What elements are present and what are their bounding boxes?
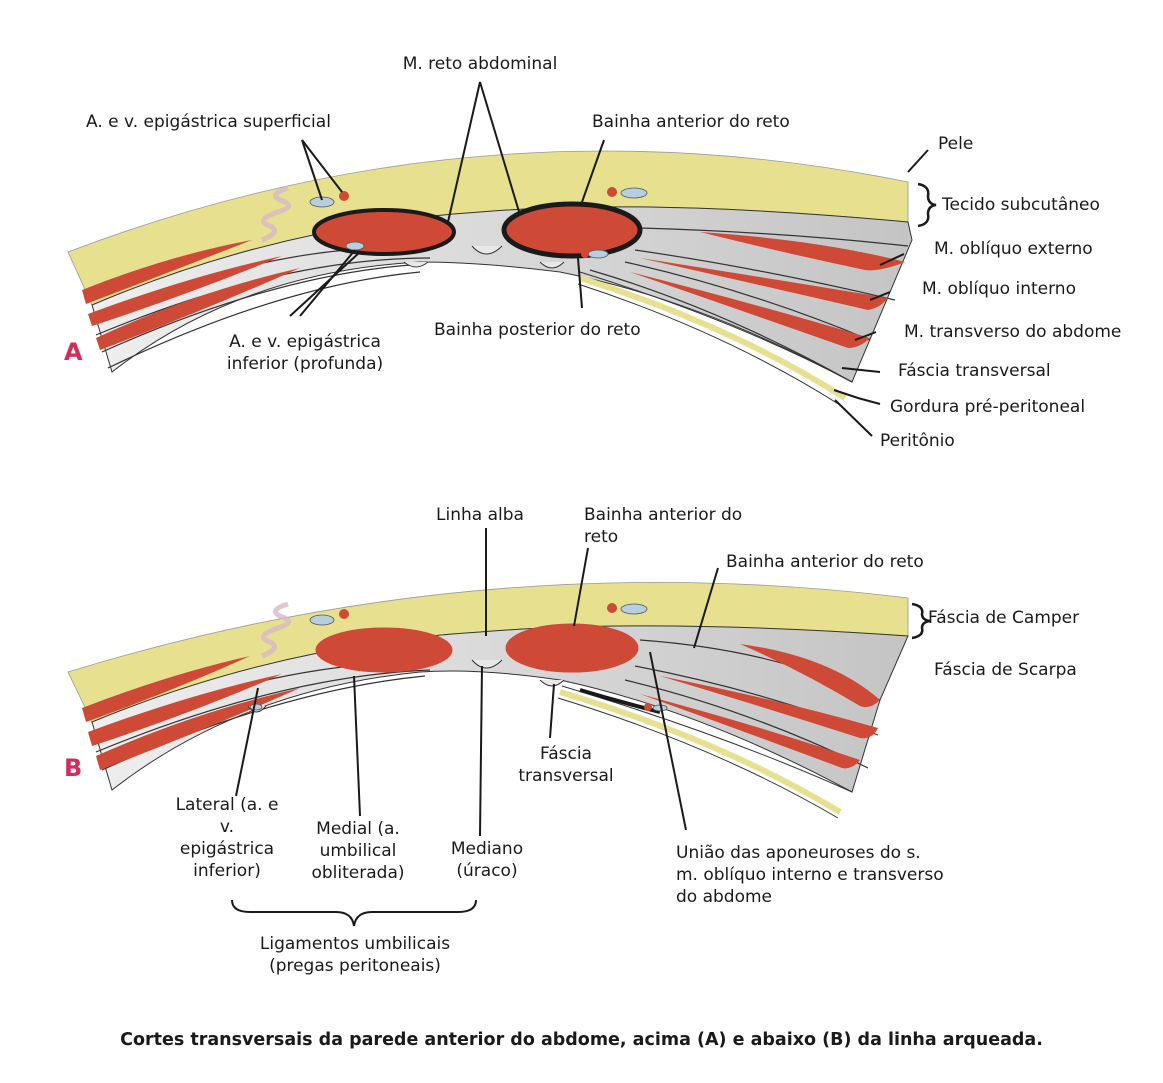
- label-pele: Pele: [938, 134, 974, 154]
- vein-superficial-a2: [620, 187, 648, 199]
- right-muscle-2-b: [660, 676, 878, 739]
- rectus-right-a: [501, 201, 643, 259]
- label-epigastrica-superficial: A. e v. epigástrica superficial: [86, 112, 331, 132]
- rectus-right-b: [505, 623, 639, 673]
- panel-b-letter: B: [64, 754, 83, 782]
- label-bainha-anterior-b2: Bainha anterior do reto: [726, 552, 924, 572]
- label-fascia-transversal-b: Fáscia transversal: [518, 744, 614, 786]
- panel-a-letter: A: [64, 338, 83, 366]
- label-gordura: Gordura pré-peritoneal: [890, 397, 1086, 417]
- label-reto-abdominal: M. reto abdominal: [402, 54, 558, 74]
- rectus-left-b: [315, 627, 453, 673]
- label-ligamentos: Ligamentos umbilicais (pregas peritoneai…: [259, 934, 451, 976]
- preperitoneal-fat-b: [559, 689, 842, 815]
- label-bainha-anterior-b1: Bainha anterior do reto: [584, 505, 743, 547]
- label-fascia-transversal-a: Fáscia transversal: [898, 361, 1051, 381]
- coiled-vessel-a: [261, 185, 291, 243]
- artery-superficial-a1: [339, 191, 349, 201]
- label-obliquo-interno: M. oblíquo interno: [922, 279, 1076, 299]
- right-muscle-3-a: [630, 272, 870, 348]
- left-muscle-3-a: [96, 268, 300, 350]
- label-linha-alba: Linha alba: [436, 505, 524, 525]
- rectus-left-a: [312, 208, 456, 256]
- label-epigastrica-inferior: A. e v. epigástrica inferior (profunda): [226, 332, 384, 374]
- left-muscle-3-b: [96, 688, 300, 770]
- right-muscle-1-a: [700, 232, 905, 271]
- left-muscle-1-b: [82, 656, 250, 722]
- preperitoneal-fat-a: [579, 275, 847, 401]
- label-fascia-camper: Fáscia de Camper: [928, 608, 1080, 628]
- label-medial: Medial (a. umbilical obliterada): [311, 819, 405, 883]
- label-lateral: Lateral (a. e v. epigástrica inferior): [175, 795, 279, 881]
- label-bainha-anterior-a: Bainha anterior do reto: [592, 112, 790, 132]
- vein-inferior-a: [345, 241, 365, 251]
- label-tecido-subcutaneo: Tecido subcutâneo: [942, 195, 1100, 215]
- left-muscle-1-a: [82, 240, 252, 304]
- label-transverso: M. transverso do abdome: [904, 322, 1122, 342]
- left-muscle-2-b: [88, 674, 282, 746]
- label-uniao-aponeuroses: União das aponeuroses do s. m. oblíquo i…: [676, 843, 944, 907]
- right-muscle-3-b: [640, 694, 860, 769]
- label-peritonio: Peritônio: [880, 431, 955, 451]
- label-bainha-posterior: Bainha posterior do reto: [434, 320, 641, 340]
- label-obliquo-externo: M. oblíquo externo: [934, 239, 1093, 259]
- panel-b-section: [67, 528, 931, 927]
- panel-a-section: [67, 81, 937, 437]
- label-mediano: Mediano (úraco): [450, 839, 524, 881]
- right-muscle-1-b: [740, 644, 880, 708]
- right-muscle-2-a: [640, 258, 888, 310]
- left-muscle-2-a: [88, 256, 282, 326]
- coiled-vessel-b: [261, 601, 291, 659]
- artery-superficial-a2: [607, 187, 617, 197]
- figure-caption: Cortes transversais da parede anterior d…: [120, 1030, 1043, 1050]
- label-fascia-scarpa: Fáscia de Scarpa: [934, 660, 1077, 680]
